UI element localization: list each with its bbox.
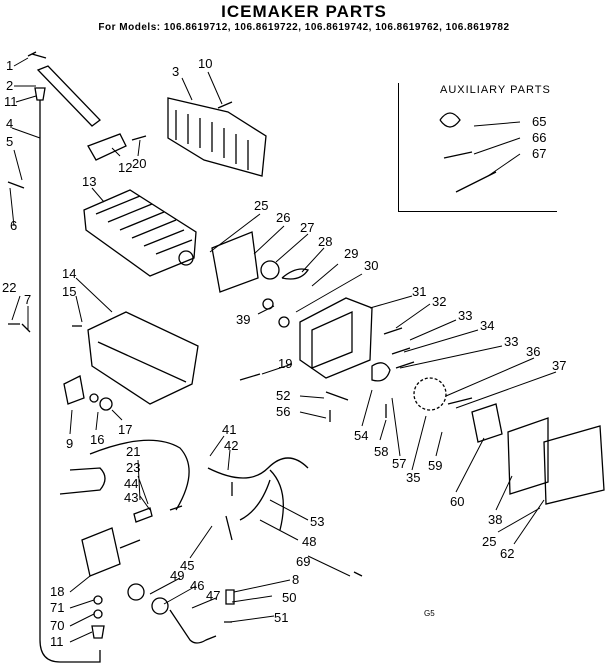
- callout-label: 49: [170, 568, 184, 583]
- callout-label: 32: [432, 294, 446, 309]
- callout-label: 5: [6, 134, 13, 149]
- callout-label: 28: [318, 234, 332, 249]
- callout-label: 17: [118, 422, 132, 437]
- callout-label: 22: [2, 280, 16, 295]
- callout-label: 27: [300, 220, 314, 235]
- callout-label: 59: [428, 458, 442, 473]
- callout-label: 69: [296, 554, 310, 569]
- auxiliary-parts-box: [398, 83, 557, 212]
- callout-label: 25: [254, 198, 268, 213]
- callout-label: 66: [532, 130, 546, 145]
- support-bracket: [211, 231, 259, 293]
- callout-label: 51: [274, 610, 288, 625]
- callout-label: 67: [532, 146, 546, 161]
- callout-label: 65: [532, 114, 546, 129]
- callout-label: 43: [124, 490, 138, 505]
- clip-bracket: [87, 133, 127, 161]
- callout-label: 13: [82, 174, 96, 189]
- model-list: For Models: 106.8619712, 106.8619722, 10…: [98, 22, 510, 33]
- callout-label: 41: [222, 422, 236, 437]
- callout-label: 19: [278, 356, 292, 371]
- callout-label: 9: [66, 436, 73, 451]
- fill-tube: [39, 100, 101, 663]
- callout-label: 35: [406, 470, 420, 485]
- callout-label: 44: [124, 476, 138, 491]
- ice-mold: [83, 189, 197, 277]
- callout-label: 29: [344, 246, 358, 261]
- callout-label: 1: [6, 58, 13, 73]
- callout-label: 58: [374, 444, 388, 459]
- callout-label: 31: [412, 284, 426, 299]
- callout-label: 7: [24, 292, 31, 307]
- wire-harness: [59, 439, 190, 511]
- callout-label: 53: [310, 514, 324, 529]
- mold-support: [87, 311, 199, 405]
- callout-label: 26: [276, 210, 290, 225]
- callout-label: 52: [276, 388, 290, 403]
- diagram-title: ICEMAKER PARTS: [221, 2, 387, 21]
- callout-label: 3: [172, 64, 179, 79]
- water-valve: [81, 527, 121, 577]
- callout-label: 39: [236, 312, 250, 327]
- callout-label: 15: [62, 284, 76, 299]
- callout-label: 71: [50, 600, 64, 615]
- diagram-code: G5: [424, 609, 435, 618]
- callout-label: 54: [354, 428, 368, 443]
- callout-label: 16: [90, 432, 104, 447]
- callout-label: 21: [126, 444, 140, 459]
- callout-label: 62: [500, 546, 514, 561]
- callout-label: 46: [190, 578, 204, 593]
- callout-label: 38: [488, 512, 502, 527]
- control-housing: [299, 297, 373, 379]
- callout-label: 48: [302, 534, 316, 549]
- callout-label: 12: [118, 160, 132, 175]
- front-cover: [543, 425, 605, 505]
- callout-label: 25: [482, 534, 496, 549]
- callout-label: 56: [276, 404, 290, 419]
- callout-label: 11: [4, 94, 18, 109]
- callout-label: 14: [62, 266, 76, 281]
- callout-label: 23: [126, 460, 140, 475]
- callout-label: 4: [6, 116, 13, 131]
- callout-label: 50: [282, 590, 296, 605]
- motor: [471, 403, 503, 443]
- callout-label: 10: [198, 56, 212, 71]
- callout-label: 6: [10, 218, 17, 233]
- callout-labels: 1 2 11 4 5 6 3 10 12 20 13 25 26 27 28 2…: [2, 56, 566, 649]
- callout-label: 33: [458, 308, 472, 323]
- callout-label: 30: [364, 258, 378, 273]
- callout-label: 34: [480, 318, 494, 333]
- mold-cover: [167, 97, 267, 177]
- callout-label: 11: [50, 634, 64, 649]
- mounting-plate: [507, 417, 549, 495]
- callout-label: 47: [206, 588, 220, 603]
- callout-label: 45: [180, 558, 194, 573]
- callout-label: 20: [132, 156, 146, 171]
- callout-label: 2: [6, 78, 13, 93]
- callout-label: 60: [450, 494, 464, 509]
- callout-label: 70: [50, 618, 64, 633]
- callout-label: 33: [504, 334, 518, 349]
- fill-cup: [36, 65, 101, 127]
- callout-label: 8: [292, 572, 299, 587]
- callout-label: 36: [526, 344, 540, 359]
- callout-label: 42: [224, 438, 238, 453]
- auxiliary-parts-title: AUXILIARY PARTS: [440, 84, 551, 96]
- callout-label: 18: [50, 584, 64, 599]
- callout-label: 37: [552, 358, 566, 373]
- callout-label: 57: [392, 456, 406, 471]
